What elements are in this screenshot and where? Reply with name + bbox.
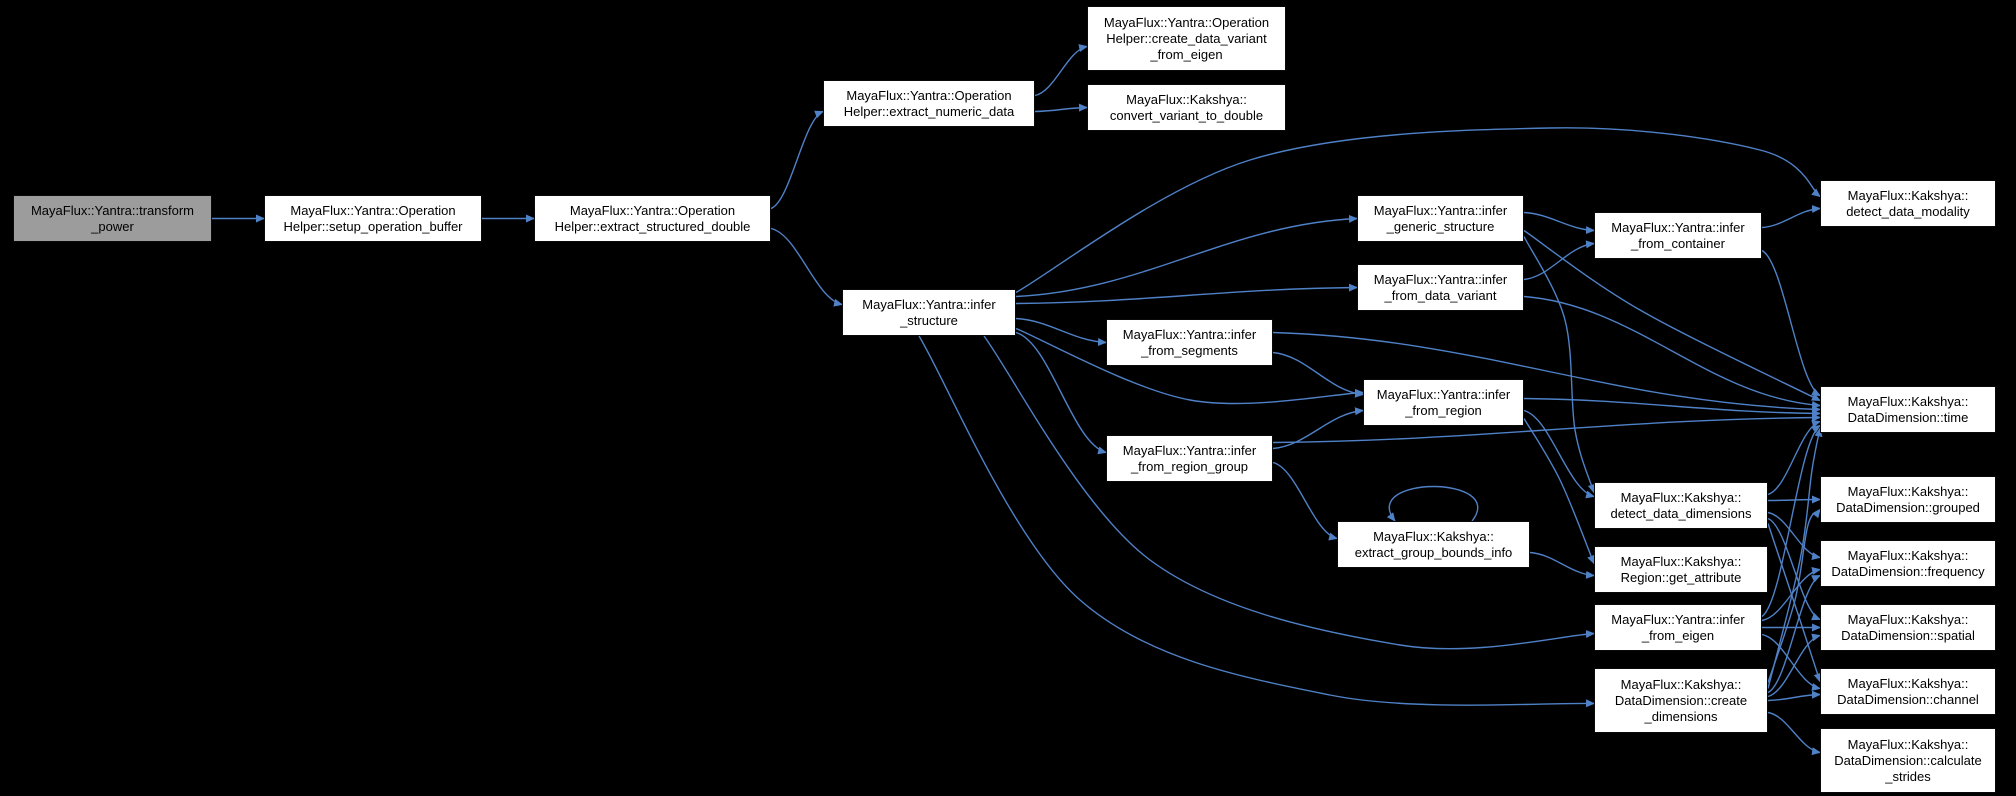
graph-node-spatial[interactable]: MayaFlux::Kakshya:: DataDimension::spati… [1820, 604, 1996, 651]
edge-infer_from_region-detect_data_dimensions [1523, 409, 1595, 499]
graph-node-infer_from_region_group[interactable]: MayaFlux::Yantra::infer _from_region_gro… [1106, 435, 1273, 482]
graph-node-infer_from_segments[interactable]: MayaFlux::Yantra::infer _from_segments [1106, 319, 1273, 366]
edge-infer_structure-infer_from_region [1015, 327, 1364, 405]
edge-infer_from_region_group-infer_from_region [1272, 407, 1364, 450]
edge-detect_data_dimensions-frequency [1767, 511, 1821, 560]
edge-extract_structured_double-infer_structure [770, 227, 843, 307]
edge-infer_structure-detect_data_modality [1015, 127, 1821, 294]
edge-infer_from_region_group-extract_group_bounds_info [1272, 461, 1338, 541]
graph-node-detect_data_modality[interactable]: MayaFlux::Kakshya:: detect_data_modality [1820, 180, 1996, 227]
graph-node-infer_from_region[interactable]: MayaFlux::Yantra::infer _from_region [1363, 379, 1524, 426]
graph-node-infer_from_container[interactable]: MayaFlux::Yantra::infer _from_container [1594, 212, 1762, 259]
edge-extract_numeric_data-convert_variant_to_double [1034, 103, 1088, 113]
graph-node-infer_from_eigen[interactable]: MayaFlux::Yantra::infer _from_eigen [1594, 604, 1762, 651]
graph-node-convert_variant_to_double[interactable]: MayaFlux::Kakshya:: convert_variant_to_d… [1087, 84, 1286, 131]
graph-node-get_attribute[interactable]: MayaFlux::Kakshya:: Region::get_attribut… [1594, 546, 1768, 593]
graph-node-create_dimensions[interactable]: MayaFlux::Kakshya:: DataDimension::creat… [1594, 668, 1768, 733]
edge-detect_data_dimensions-channel [1767, 523, 1822, 683]
graph-node-grouped[interactable]: MayaFlux::Kakshya:: DataDimension::group… [1820, 476, 1996, 523]
edge-infer_structure-infer_from_segments [1015, 317, 1107, 347]
graph-node-detect_data_dimensions[interactable]: MayaFlux::Kakshya:: detect_data_dimensio… [1594, 482, 1768, 529]
edge-create_dimensions-time [1767, 427, 1823, 689]
edge-infer_generic_structure-detect_data_dimensions [1523, 236, 1596, 494]
edge-create_dimensions-spatial [1767, 633, 1821, 698]
graph-node-transform_power: MayaFlux::Yantra::transform _power [13, 195, 212, 242]
edge-infer_from_region-time [1523, 397, 1821, 418]
edge-infer_from_region_group-time [1272, 413, 1821, 444]
graph-node-extract_group_bounds_info[interactable]: MayaFlux::Kakshya:: extract_group_bounds… [1337, 521, 1530, 568]
graph-node-channel[interactable]: MayaFlux::Kakshya:: DataDimension::chann… [1820, 668, 1996, 715]
edge-infer_structure-infer_generic_structure [1015, 214, 1358, 298]
edge-infer_from_eigen-frequency [1761, 567, 1821, 622]
edge-infer_from_data_variant-time [1523, 295, 1821, 409]
edge-infer_from_segments-time [1272, 331, 1821, 414]
edge-extract_group_bounds_info-get_attribute [1529, 551, 1595, 579]
edge-create_dimensions-calculate_strides [1767, 711, 1821, 756]
edge-extract_numeric_data-create_data_variant_from_eigen [1034, 44, 1088, 97]
graph-node-setup_operation_buffer[interactable]: MayaFlux::Yantra::Operation Helper::setu… [264, 195, 482, 242]
edge-infer_from_segments-infer_from_region [1272, 351, 1364, 398]
edge-infer_from_data_variant-infer_from_container [1523, 240, 1595, 281]
graph-node-extract_numeric_data[interactable]: MayaFlux::Yantra::Operation Helper::extr… [823, 80, 1035, 127]
edge-detect_data_dimensions-grouped [1767, 495, 1821, 504]
graph-node-create_data_variant_from_eigen[interactable]: MayaFlux::Yantra::Operation Helper::crea… [1087, 6, 1286, 71]
edge-detect_data_dimensions-spatial [1767, 517, 1821, 621]
edge-create_dimensions-frequency [1767, 574, 1821, 694]
edge-infer_structure-create_dimensions [918, 335, 1595, 708]
graph-node-extract_structured_double[interactable]: MayaFlux::Yantra::Operation Helper::extr… [534, 195, 771, 242]
edge-infer_from_container-time [1761, 249, 1821, 397]
edge-infer_from_eigen-channel [1761, 633, 1821, 691]
graph-node-frequency[interactable]: MayaFlux::Kakshya:: DataDimension::frequ… [1820, 540, 1996, 587]
graph-node-infer_from_data_variant[interactable]: MayaFlux::Yantra::infer _from_data_varia… [1357, 264, 1524, 311]
graph-node-time[interactable]: MayaFlux::Kakshya:: DataDimension::time [1820, 386, 1996, 433]
edge-create_dimensions-channel [1767, 690, 1821, 702]
edge-create_dimensions-grouped [1767, 508, 1821, 683]
edge-infer_generic_structure-infer_from_container [1523, 211, 1595, 235]
graph-node-infer_structure[interactable]: MayaFlux::Yantra::infer _structure [842, 289, 1016, 336]
edge-infer_from_eigen-time [1761, 424, 1821, 618]
edge-detect_data_dimensions-time [1767, 419, 1821, 496]
edge-infer_from_container-detect_data_modality [1761, 205, 1821, 229]
edge-extract_structured_double-extract_numeric_data [770, 110, 824, 210]
edge-infer_from_region-get_attribute [1523, 418, 1595, 565]
graph-node-calculate_strides[interactable]: MayaFlux::Kakshya:: DataDimension::calcu… [1820, 728, 1996, 793]
graph-node-infer_generic_structure[interactable]: MayaFlux::Yantra::infer _generic_structu… [1357, 195, 1524, 242]
edge-infer_structure-infer_from_region_group [1015, 331, 1107, 455]
edge-infer_generic_structure-time [1523, 229, 1821, 402]
edge-infer_structure-infer_from_eigen [983, 335, 1595, 650]
edge-extract_group_bounds_info-self [1386, 485, 1479, 522]
edge-infer_structure-infer_from_data_variant [1015, 283, 1358, 305]
